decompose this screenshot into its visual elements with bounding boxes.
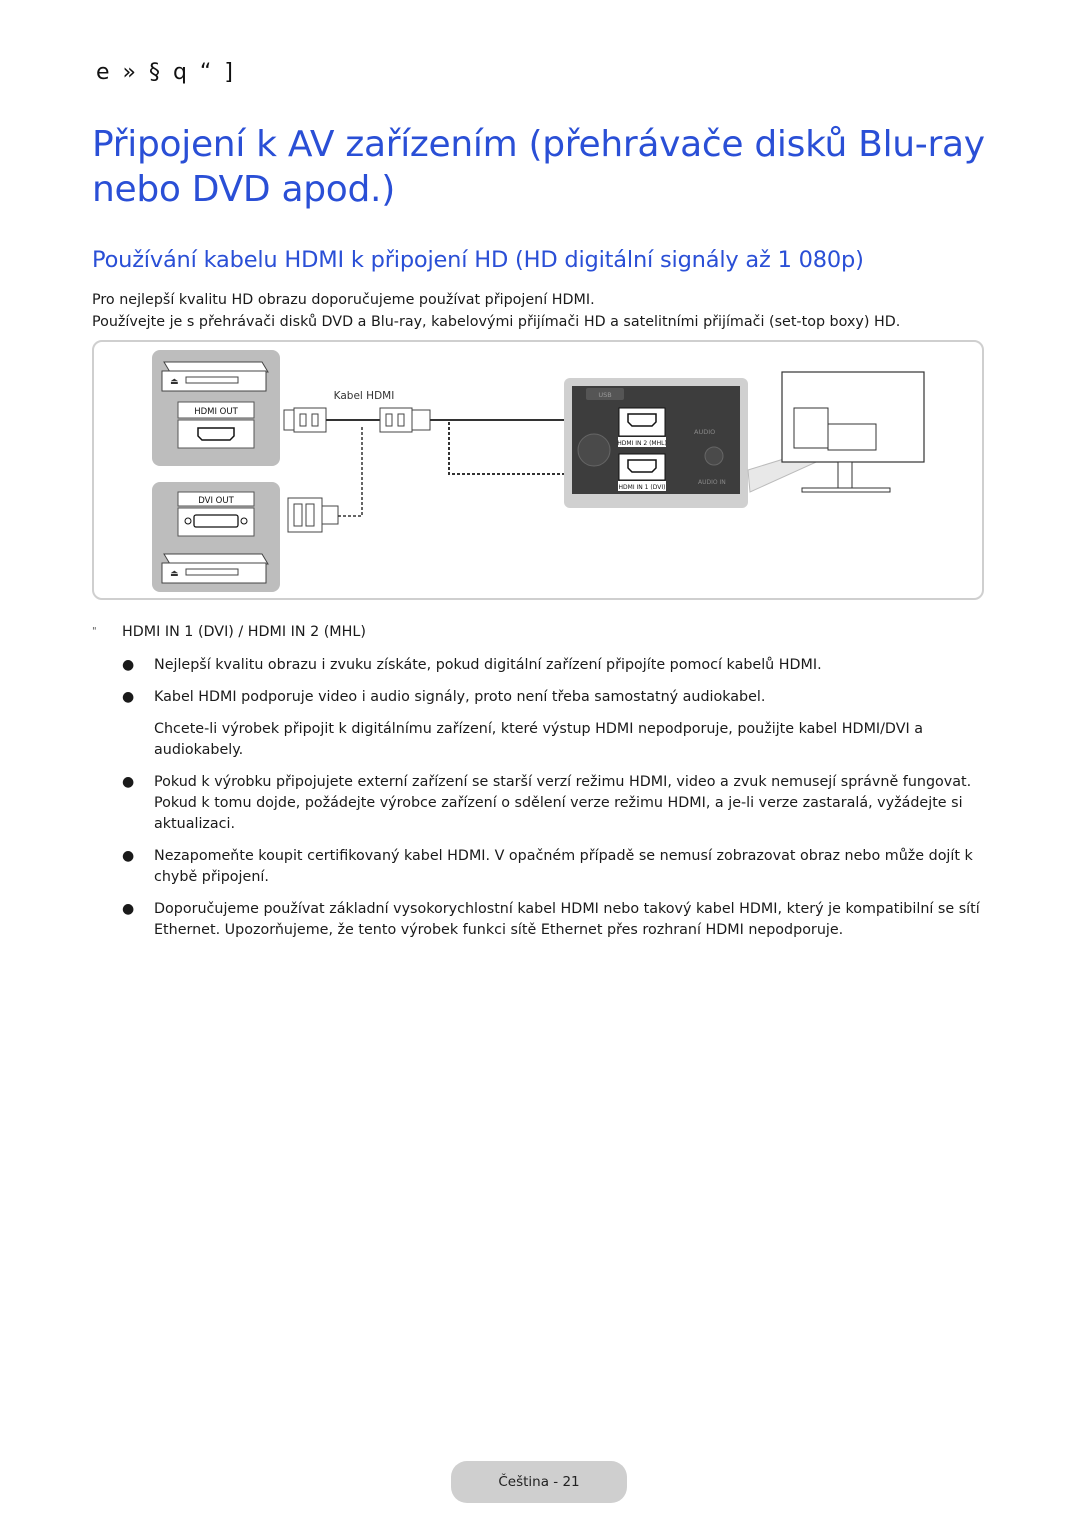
intro-line-2: Používejte je s přehrávači disků DVD a B… bbox=[92, 314, 901, 330]
bullet-dot: ● bbox=[122, 657, 135, 673]
section-subtitle: Používání kabelu HDMI k připojení HD (HD… bbox=[92, 247, 864, 273]
bullet-dot: ● bbox=[122, 774, 135, 790]
hdmi-cable: Kabel HDMI bbox=[283, 390, 602, 433]
list-item: ● Nezapomeňte koupit certifikovaný kabel … bbox=[122, 846, 992, 888]
bullet-list: ● Nejlepší kvalitu obrazu i zvuku získáte… bbox=[122, 655, 992, 952]
cable-label: Kabel HDMI bbox=[334, 390, 395, 402]
hdmi-in1-label: HDMI IN 1 (DVI) bbox=[619, 484, 666, 491]
list-item-text: Doporučujeme používat základní vysokoryc… bbox=[154, 901, 980, 938]
dvi-out-label: DVI OUT bbox=[198, 496, 234, 506]
sub-note-text: Chcete-li výrobek připojit k digitálnímu… bbox=[154, 721, 923, 758]
list-item-text: Nezapomeňte koupit certifikovaný kabel H… bbox=[154, 848, 973, 885]
sub-note: Chcete-li výrobek připojit k digitálnímu… bbox=[122, 719, 992, 761]
svg-text:⏏: ⏏ bbox=[170, 377, 179, 387]
audio-in-label: AUDIO IN bbox=[698, 479, 726, 486]
header-glyphs: e » § q “ ] bbox=[96, 60, 236, 85]
page-title: Připojení k AV zařízením (přehrávače dis… bbox=[92, 124, 985, 210]
list-item: ● Kabel HDMI podporuje video i audio sign… bbox=[122, 687, 992, 708]
list-item: ● Nejlepší kvalitu obrazu i zvuku získáte… bbox=[122, 655, 992, 676]
audio-label: AUDIO bbox=[694, 428, 715, 436]
bullet-dot: ● bbox=[122, 848, 135, 864]
note-mark: " bbox=[92, 626, 97, 637]
connection-diagram: ⏏ HDMI OUT DVI OUT ⏏ Kabel HDMI bbox=[92, 340, 984, 600]
tv-back-view bbox=[747, 371, 925, 493]
connection-diagram-svg: ⏏ HDMI OUT DVI OUT ⏏ Kabel HDMI bbox=[152, 350, 925, 592]
list-item: ● Doporučujeme používat základní vysokory… bbox=[122, 899, 992, 941]
bullet-dot: ● bbox=[122, 901, 135, 917]
source-device-hdmi: ⏏ HDMI OUT bbox=[152, 350, 280, 466]
list-item-text: Pokud k výrobku připojujete externí zaří… bbox=[154, 774, 972, 832]
list-item-text: Nejlepší kvalitu obrazu i zvuku získáte,… bbox=[154, 657, 822, 673]
bullet-dot: ● bbox=[122, 689, 135, 705]
usb-label: USB bbox=[598, 391, 611, 399]
list-item-text: Kabel HDMI podporuje video i audio signá… bbox=[154, 689, 766, 705]
intro-line-1: Pro nejlepší kvalitu HD obrazu doporučuj… bbox=[92, 292, 595, 308]
hdmi-in2-label: HDMI IN 2 (MHL) bbox=[617, 440, 667, 447]
note-text: HDMI IN 1 (DVI) / HDMI IN 2 (MHL) bbox=[122, 624, 366, 640]
tv-port-panel: USB HDMI IN 2 (MHL) HDMI IN 1 (DVI) AUDI… bbox=[564, 378, 748, 508]
svg-text:⏏: ⏏ bbox=[170, 569, 179, 579]
intro-text: Pro nejlepší kvalitu HD obrazu doporučuj… bbox=[92, 289, 992, 333]
connector-note: " HDMI IN 1 (DVI) / HDMI IN 2 (MHL) bbox=[92, 622, 366, 642]
page-number-badge: Čeština - 21 bbox=[451, 1461, 627, 1503]
dvi-cable bbox=[287, 422, 602, 533]
hdmi-out-label: HDMI OUT bbox=[194, 407, 238, 417]
list-item: ● Pokud k výrobku připojujete externí zař… bbox=[122, 772, 992, 835]
source-device-dvi: DVI OUT ⏏ bbox=[152, 482, 280, 592]
